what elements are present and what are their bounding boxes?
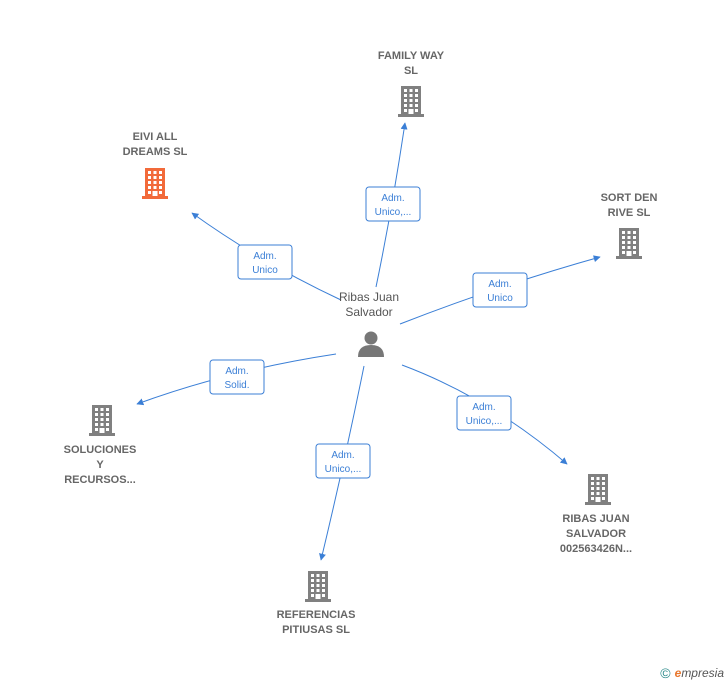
- role-text-line: Adm.: [472, 402, 495, 413]
- edge-role-label-soluciones-y-recursos[interactable]: Adm. Solid.: [209, 359, 265, 395]
- building-icon[interactable]: [142, 168, 168, 199]
- building-icon[interactable]: [89, 405, 115, 436]
- company-node-family-way[interactable]: FAMILY WAY SL: [378, 50, 445, 117]
- edge-labels-layer: Adm.Unico,...Adm.UnicoAdm.UnicoAdm.Solid…: [209, 186, 528, 479]
- center-person-name-line: Salvador: [345, 305, 392, 319]
- role-text-line: Adm.: [381, 193, 404, 204]
- brand-logo[interactable]: empresia: [675, 666, 724, 680]
- role-text-line: Unico,...: [325, 464, 362, 475]
- role-box: [365, 186, 421, 222]
- building-icon[interactable]: [616, 228, 642, 259]
- building-icon[interactable]: [398, 86, 424, 117]
- role-text-line: Adm.: [331, 450, 354, 461]
- brand-initial: e: [674, 666, 682, 680]
- company-name-line: PITIUSAS SL: [282, 624, 350, 636]
- edge-role-label-referencias-pitiusas[interactable]: Adm. Unico,...: [315, 443, 371, 479]
- company-name-line: DREAMS SL: [123, 146, 188, 158]
- building-icon[interactable]: [585, 474, 611, 505]
- company-node-ribas-juan-salvador-co[interactable]: RIBAS JUAN SALVADOR 002563426N...: [560, 474, 632, 555]
- role-box: [456, 395, 512, 431]
- edge-role-label-eivi-all-dreams[interactable]: Adm. Unico: [237, 244, 293, 280]
- role-text-line: Adm.: [253, 251, 276, 262]
- edge-role-label-ribas-juan-salvador-co[interactable]: Adm. Unico,...: [456, 395, 512, 431]
- role-text-line: Solid.: [224, 380, 249, 391]
- company-name-line: SALVADOR: [566, 528, 626, 540]
- company-name-line: REFERENCIAS: [277, 609, 356, 621]
- company-name-line: 002563426N...: [560, 543, 632, 555]
- company-name-line: RIBAS JUAN: [562, 513, 629, 525]
- role-text-line: Unico,...: [466, 416, 503, 427]
- company-name-line: EIVI ALL: [133, 131, 178, 143]
- company-name-line: RECURSOS...: [64, 474, 136, 486]
- company-name-line: SORT DEN: [601, 192, 658, 204]
- brand-name: mpresia: [681, 666, 724, 680]
- copyright-symbol: ©: [660, 665, 671, 681]
- role-box: [237, 244, 293, 280]
- role-text-line: Unico: [487, 293, 513, 304]
- company-node-soluciones-y-recursos[interactable]: SOLUCIONES Y RECURSOS...: [64, 405, 137, 486]
- role-box: [209, 359, 265, 395]
- company-node-referencias-pitiusas[interactable]: REFERENCIAS PITIUSAS SL: [277, 571, 356, 636]
- building-icon[interactable]: [305, 571, 331, 602]
- company-node-sort-den-rive[interactable]: SORT DEN RIVE SL: [601, 192, 658, 259]
- role-text-line: Unico: [252, 265, 278, 276]
- role-box: [315, 443, 371, 479]
- center-person-name-line: Ribas Juan: [339, 290, 399, 304]
- company-name-line: FAMILY WAY: [378, 50, 445, 62]
- role-box: [472, 272, 528, 308]
- company-name-line: SL: [404, 65, 418, 77]
- company-name-line: RIVE SL: [608, 207, 651, 219]
- role-text-line: Adm.: [488, 279, 511, 290]
- person-icon[interactable]: [358, 331, 384, 358]
- role-text-line: Unico,...: [375, 207, 412, 218]
- footer-credit: © empresia: [660, 665, 724, 681]
- edge-role-label-family-way[interactable]: Adm. Unico,...: [365, 186, 421, 222]
- company-node-eivi-all-dreams[interactable]: EIVI ALL DREAMS SL: [123, 131, 188, 199]
- edge-role-label-sort-den-rive[interactable]: Adm. Unico: [472, 272, 528, 308]
- company-name-line: Y: [96, 459, 104, 471]
- role-text-line: Adm.: [225, 366, 248, 377]
- company-name-line: SOLUCIONES: [64, 444, 137, 456]
